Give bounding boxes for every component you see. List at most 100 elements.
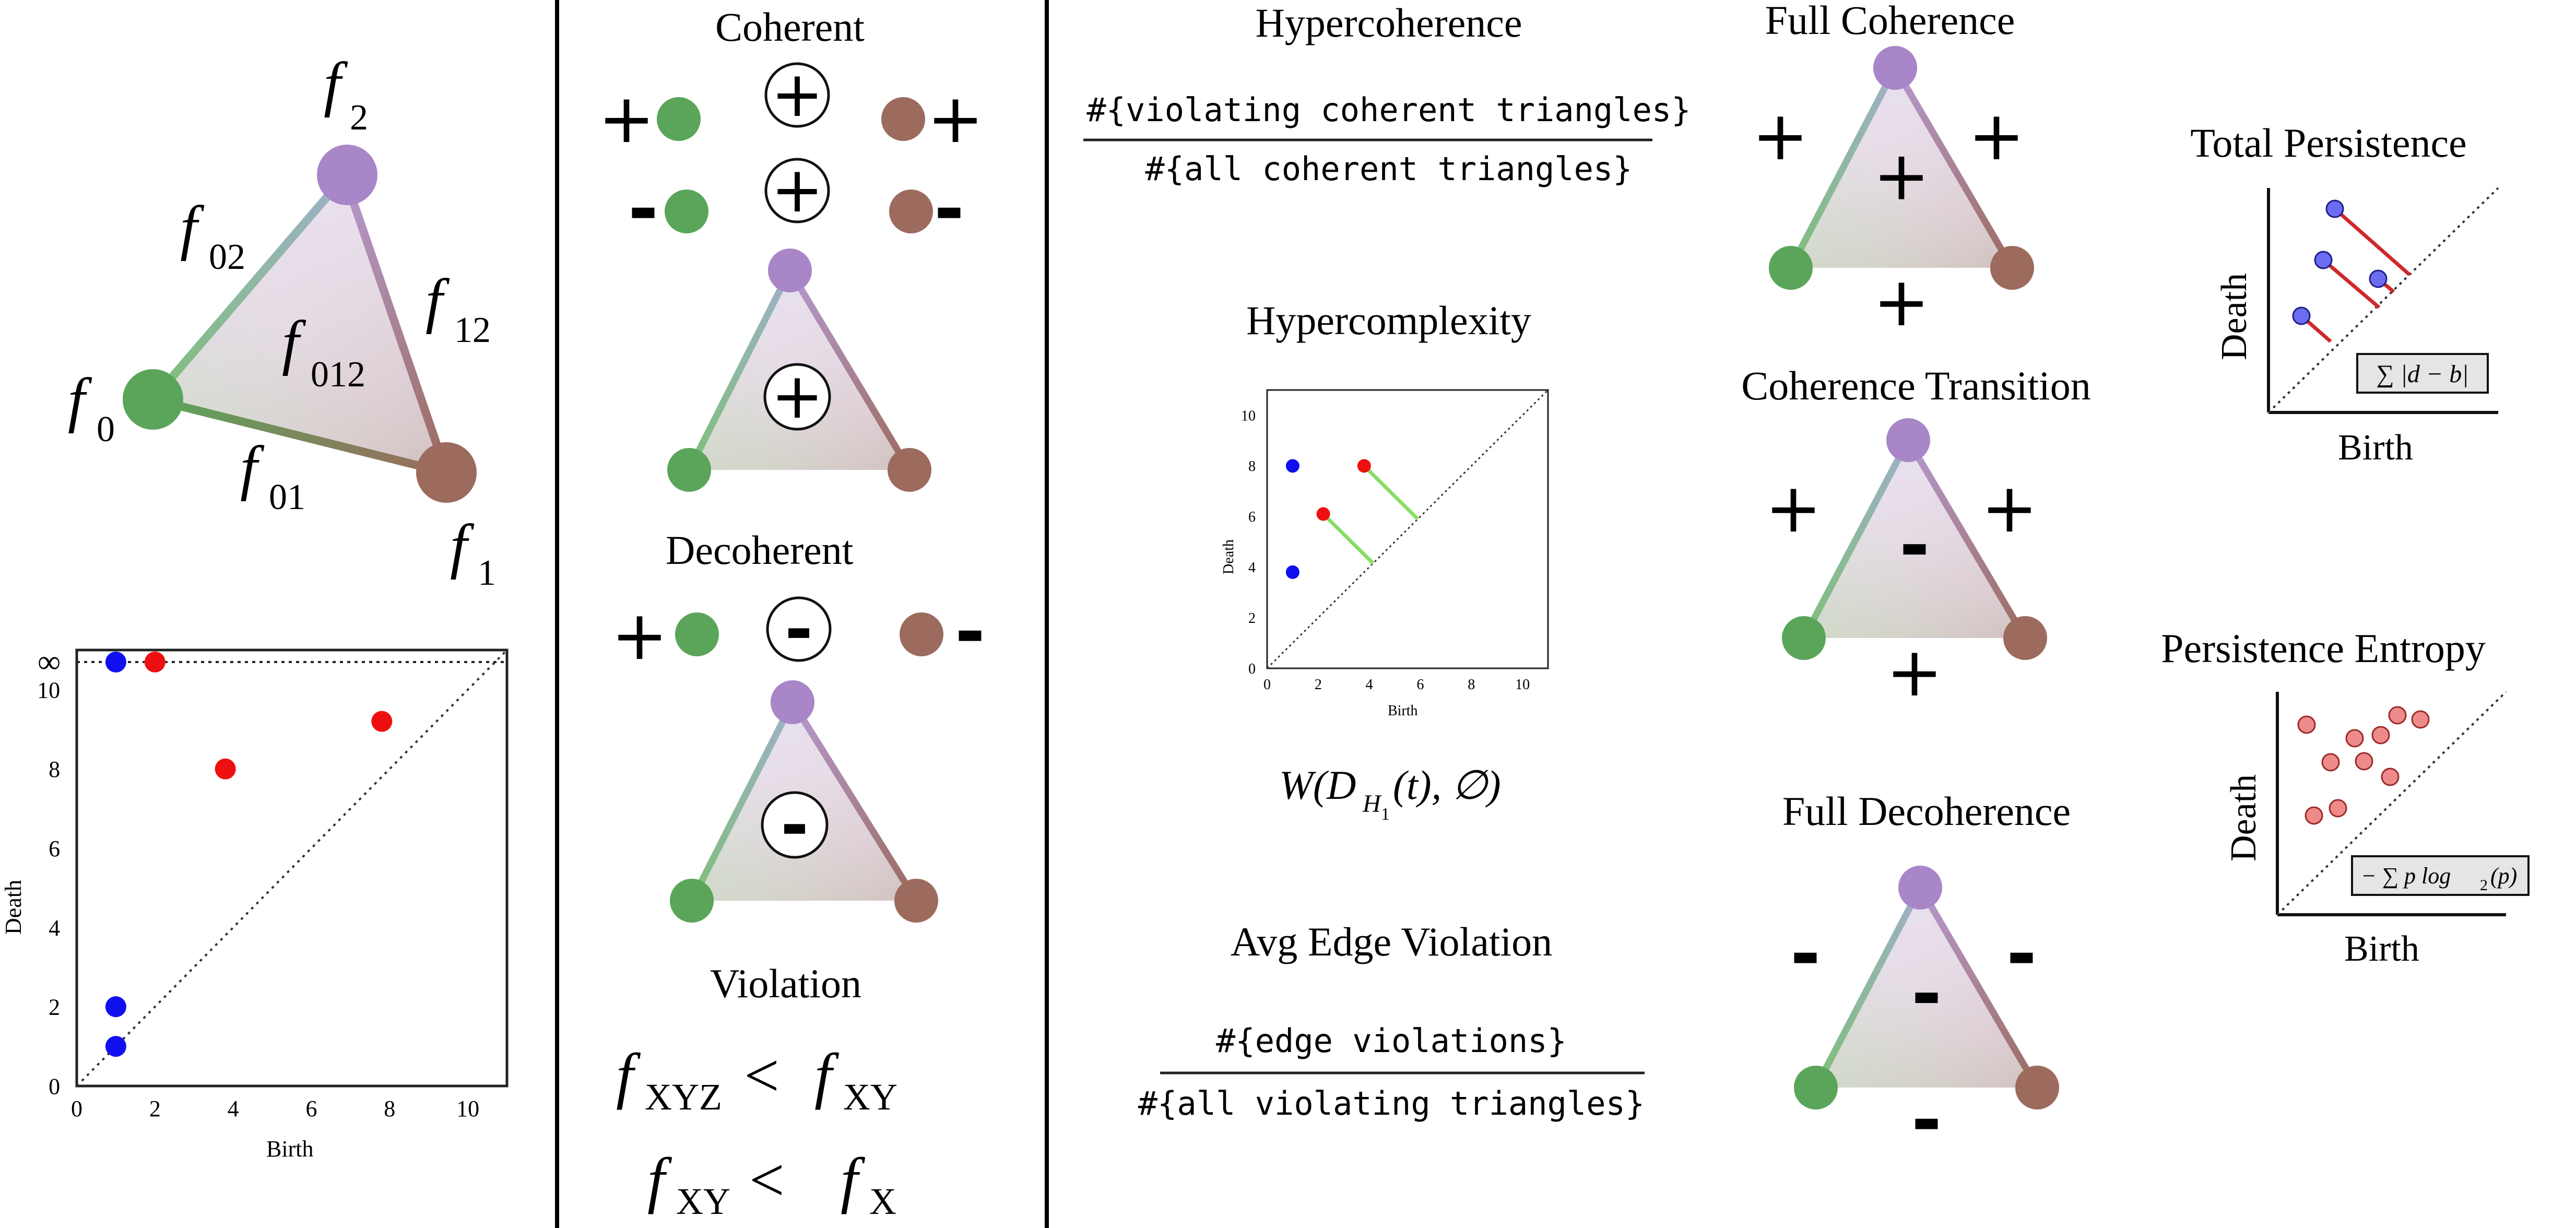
y-tick-label: 2 [1248, 610, 1256, 627]
plot-frame [1266, 389, 1549, 669]
face-sign: - [1899, 503, 1930, 588]
edge-02 [149, 172, 349, 404]
vertex-label-2-sub: 2 [350, 98, 368, 138]
triangle-vertex-0 [1794, 1066, 1838, 1109]
x-tick-label: 6 [305, 1096, 317, 1121]
pe-point [2345, 729, 2364, 748]
coherent-edge2-right-sign: - [934, 167, 964, 252]
coherent-edge2-sign-circle [764, 158, 830, 223]
pe-formula-tail: (p) [2490, 863, 2517, 889]
tp-formula-box [2356, 353, 2489, 394]
pe-points [2297, 706, 2430, 825]
decoherent-edge-v0 [675, 612, 719, 656]
x-tick-label: 8 [384, 1096, 395, 1121]
x-tick-label: 4 [228, 1096, 239, 1121]
violation-line1-rhs-sub: XY [843, 1076, 897, 1118]
pe-point [2381, 768, 2400, 786]
full-decoherence-section: Full Decoherence ---- [1782, 788, 2071, 1163]
vertex-label-0: f [68, 365, 92, 434]
decoherent-title: Decoherent [666, 527, 854, 573]
edge-label-02: f [180, 193, 205, 262]
pe-point [2305, 806, 2323, 825]
y-tick-label: 10 [1241, 408, 1256, 424]
edge-label-02-sub: 02 [209, 237, 245, 277]
coherent-edge2-v1 [889, 190, 933, 233]
edge-01-sign: + [1873, 262, 1930, 341]
coherent-triangle-edge-right [787, 268, 913, 472]
violation-line2-rhs-sub: X [869, 1180, 896, 1222]
data-point [105, 996, 126, 1018]
data-point [1357, 459, 1371, 473]
pe-point [2371, 726, 2390, 745]
x-tick-label: 2 [1315, 677, 1322, 693]
coherent-triangle-edge-left [686, 269, 793, 471]
y-axis-label: Death [1221, 539, 1237, 574]
coherence-transition-title: Coherence Transition [1741, 363, 2090, 408]
pe-point [2321, 753, 2340, 772]
x-tick-label: 10 [1515, 677, 1530, 693]
hypercoherence-section: Hypercoherence #{violating coherent tria… [1083, 0, 1691, 188]
decoherent-edge-sign-circle [766, 596, 832, 662]
distance-segment [1322, 512, 1375, 565]
triangle-vertex-1 [2015, 1066, 2059, 1109]
tp-bars [2292, 199, 2411, 343]
coherent-title: Coherent [715, 4, 865, 50]
tp-point [2325, 199, 2344, 218]
violation-section: Violation f XYZ < f XY f XY < f X [616, 961, 897, 1222]
tp-bar [2322, 258, 2381, 309]
y-tick-label: 10 [37, 677, 60, 703]
avg-edge-violation-denominator: #{all violating triangles} [1138, 1084, 1645, 1123]
coherent-triangle-v1 [888, 448, 931, 492]
coherent-edge1-right-sign: + [927, 79, 984, 158]
data-point [105, 652, 126, 672]
coherent-section: Coherent + + + + - - + [598, 4, 984, 492]
coherent-edge2-middle-sign: + [771, 154, 824, 227]
edge-02-sign: + [1752, 96, 1809, 175]
pe-point [2355, 752, 2373, 771]
x-axis-label: Birth [266, 1136, 313, 1162]
violation-line2-lhs-sub: XY [676, 1180, 730, 1222]
coherent-edge1-middle-sign: + [771, 58, 824, 131]
y-tick-label: 4 [1248, 560, 1256, 576]
triangle-edge-12 [1917, 885, 2040, 1090]
tp-point [2292, 306, 2311, 325]
triangle-vertex-1 [1990, 246, 2034, 290]
y-tick-label: 8 [49, 757, 60, 782]
vertex-label-1: f [450, 512, 475, 580]
decoherent-triangle-v0 [670, 879, 714, 923]
violation-line1-rhs: f [814, 1041, 840, 1110]
persistence-entropy-section: Persistence Entropy − ∑ p log 2 (p) Birt… [2161, 625, 2530, 969]
coherent-face-sign: + [771, 360, 824, 433]
vertex-2 [317, 145, 377, 205]
pe-point [2388, 706, 2407, 725]
decoherent-triangle-v1 [894, 879, 938, 923]
pe-formula-sub: 2 [2480, 877, 2488, 894]
coherent-edge1-v1 [881, 97, 925, 141]
edge-01 [149, 395, 451, 477]
x-tick-label: 0 [1263, 677, 1271, 693]
hypercoherence-denominator: #{all coherent triangles} [1145, 150, 1632, 188]
diagonal-line [1266, 389, 1549, 669]
violation-line1-lhs-sub: XYZ [645, 1076, 722, 1118]
data-point [144, 652, 166, 672]
triangle-face-shade [1816, 888, 2037, 1088]
violation-line2-lhs: f [647, 1145, 672, 1214]
decoherent-triangle-v2 [771, 680, 814, 724]
triangle-edge-12 [1892, 66, 2015, 270]
face-sign: + [1873, 136, 1930, 216]
x-tick-label: 10 [456, 1096, 479, 1121]
diagonal-line [76, 649, 508, 1087]
edge-12-sign: - [2006, 912, 2037, 997]
vertex-label-2: f [324, 50, 348, 118]
data-point [1316, 507, 1330, 521]
plot-frame [75, 648, 509, 1088]
total-persistence-section: Total Persistence ∑ |d − b| Birth Death [2190, 120, 2499, 468]
decoherent-edge-right-sign: - [955, 589, 985, 675]
data-point [1285, 459, 1299, 473]
coherent-edge1-sign-circle [764, 62, 830, 128]
simplex-face-shade [153, 176, 446, 473]
y-tick-label: 0 [49, 1073, 60, 1099]
